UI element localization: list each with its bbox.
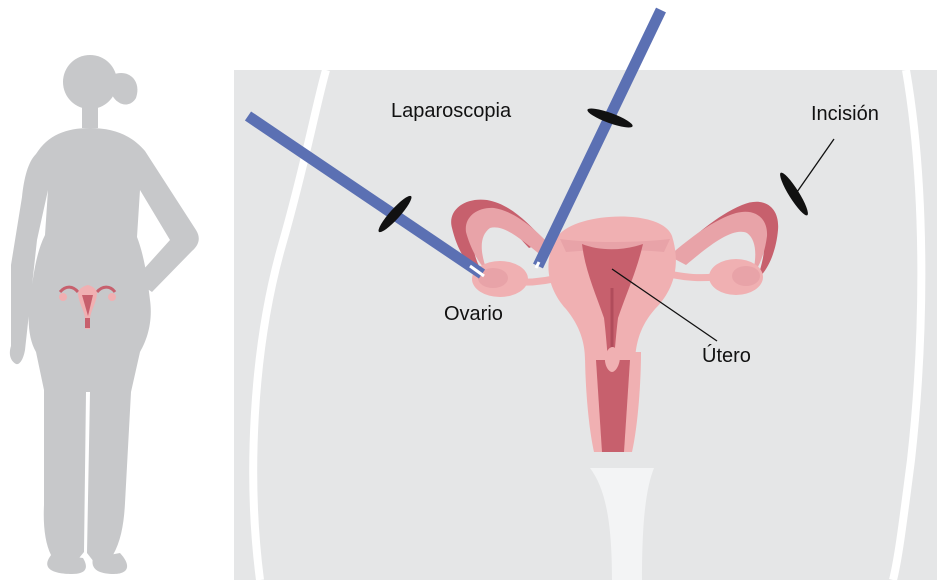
uterus-label: Útero <box>702 344 751 367</box>
female-silhouette-icon <box>10 55 199 574</box>
incision-label: Incisión <box>811 103 879 125</box>
ovary-label: Ovario <box>444 303 503 325</box>
laparoscopy-label: Laparoscopia <box>391 100 512 122</box>
